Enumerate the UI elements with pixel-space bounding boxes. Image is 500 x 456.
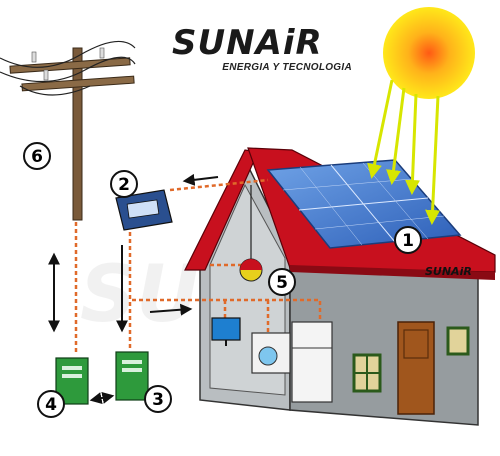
wiring [74,178,322,355]
badge-4: 4 [37,390,65,418]
badge-3: 3 [144,385,172,413]
utility-pole [0,40,136,221]
badge-2-label: 2 [118,175,130,195]
washing-machine [251,332,291,374]
badge-5-label: 5 [276,273,288,293]
battery-bank [115,351,149,401]
house-window-left [352,353,382,393]
ceiling-lamp [239,258,263,282]
badge-3-label: 3 [152,390,164,410]
brand-tagline: ENERGIA Y TECNOLOGIA [222,62,352,73]
sun [383,7,475,99]
badge-6-label: 6 [31,147,43,167]
television [211,317,241,346]
flow-arrows [48,173,219,405]
house-door [397,321,435,415]
badge-1: 1 [394,226,422,254]
charge-controller [115,189,173,231]
badge-1-label: 1 [402,231,414,251]
roof-brand-label: SUNAiR [425,265,472,278]
sun-rays [367,79,441,225]
house-window-right [446,326,470,356]
refrigerator [291,321,333,403]
badge-5: 5 [268,268,296,296]
brand-name: SUNAiR [172,23,323,63]
badge-4-label: 4 [45,395,57,415]
badge-2: 2 [110,170,138,198]
badge-6: 6 [23,142,51,170]
brand-logo: SUNAiR ENERGIA Y TECNOLOGIA [172,26,352,73]
